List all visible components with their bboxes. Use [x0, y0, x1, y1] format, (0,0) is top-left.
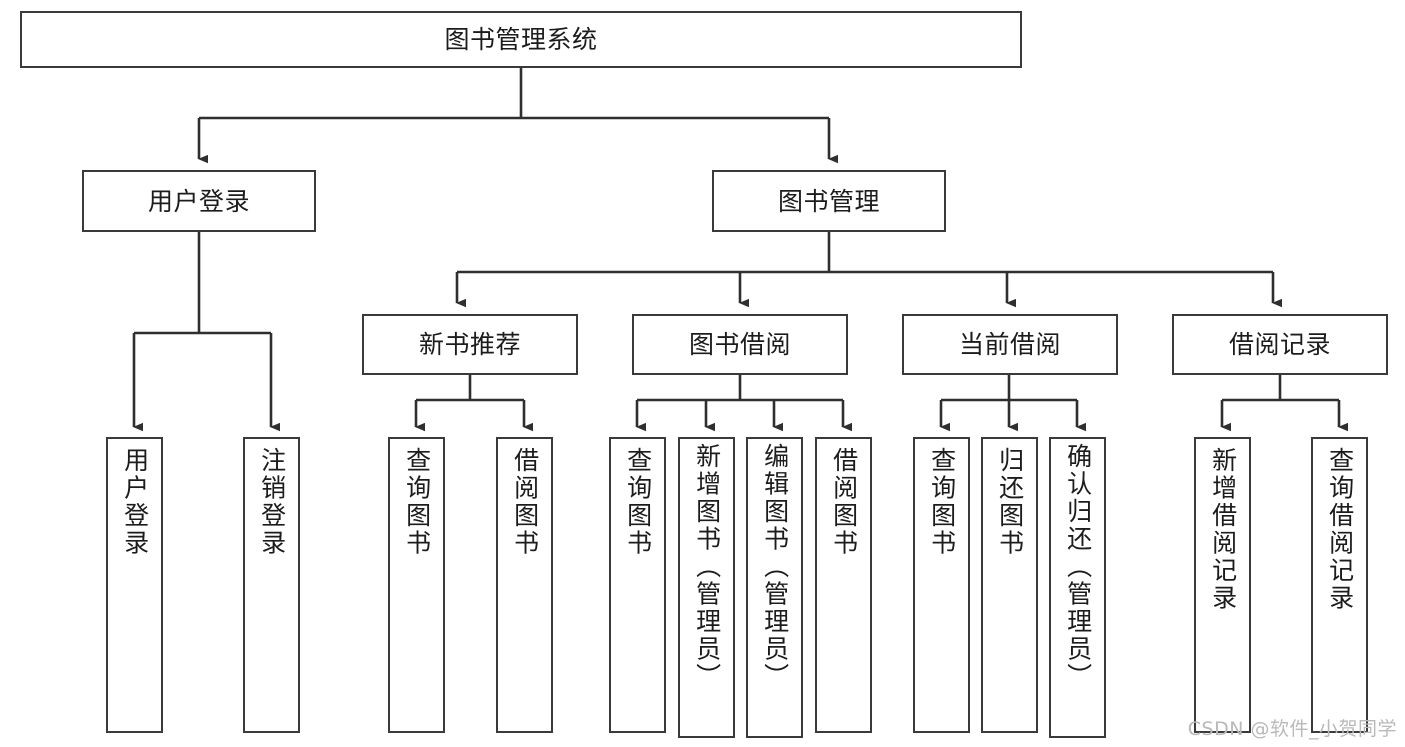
- node-label: 注销登录: [257, 447, 287, 557]
- leaf-logout[interactable]: 注销登录: [243, 437, 300, 733]
- node-label: 确认归还（管理员）: [1063, 443, 1093, 691]
- node-label: 借阅图书: [829, 447, 859, 557]
- node-label: 当前借阅: [958, 330, 1061, 359]
- leaf-confirm-return-admin[interactable]: 确认归还（管理员）: [1049, 437, 1106, 738]
- node-label: 查询图书: [623, 447, 653, 557]
- node-current-borrow[interactable]: 当前借阅: [902, 314, 1118, 375]
- node-borrow-records[interactable]: 借阅记录: [1172, 314, 1388, 375]
- leaf-borrow-book[interactable]: 借阅图书: [815, 437, 872, 733]
- node-label: 新书推荐: [418, 330, 521, 359]
- node-label: 归还图书: [995, 447, 1025, 557]
- node-label: 图书管理系统: [444, 25, 598, 54]
- leaf-user-login[interactable]: 用户登录: [106, 437, 163, 733]
- node-user-login[interactable]: 用户登录: [82, 170, 316, 232]
- node-label: 查询图书: [402, 447, 432, 557]
- node-label: 图书借阅: [688, 330, 791, 359]
- node-label: 借阅图书: [510, 447, 540, 557]
- node-label: 借阅记录: [1228, 330, 1331, 359]
- node-root-book-management-system[interactable]: 图书管理系统: [20, 11, 1022, 68]
- csdn-watermark: CSDN @软件_小贺同学: [1187, 718, 1397, 740]
- leaf-add-book-admin[interactable]: 新增图书（管理员）: [678, 437, 735, 738]
- node-label: 新增借阅记录: [1208, 447, 1238, 612]
- node-label: 用户登录: [120, 447, 150, 557]
- leaf-query-book-recommend[interactable]: 查询图书: [388, 437, 445, 733]
- node-book-borrow[interactable]: 图书借阅: [632, 314, 848, 375]
- node-label: 新增图书（管理员）: [692, 443, 722, 691]
- leaf-query-book-current[interactable]: 查询图书: [913, 437, 970, 733]
- leaf-edit-book-admin[interactable]: 编辑图书（管理员）: [746, 437, 803, 738]
- node-label: 查询图书: [927, 447, 957, 557]
- node-label: 用户登录: [147, 186, 250, 216]
- node-book-management[interactable]: 图书管理: [712, 170, 946, 232]
- leaf-query-borrow-record[interactable]: 查询借阅记录: [1311, 437, 1368, 733]
- node-label: 查询借阅记录: [1325, 447, 1355, 612]
- leaf-return-book[interactable]: 归还图书: [981, 437, 1038, 733]
- leaf-borrow-book-recommend[interactable]: 借阅图书: [496, 437, 553, 733]
- node-new-book-recommend[interactable]: 新书推荐: [362, 314, 578, 375]
- node-label: 图书管理: [777, 186, 880, 216]
- leaf-query-book-borrow[interactable]: 查询图书: [609, 437, 666, 733]
- node-label: 编辑图书（管理员）: [760, 443, 790, 691]
- leaf-add-borrow-record[interactable]: 新增借阅记录: [1194, 437, 1251, 733]
